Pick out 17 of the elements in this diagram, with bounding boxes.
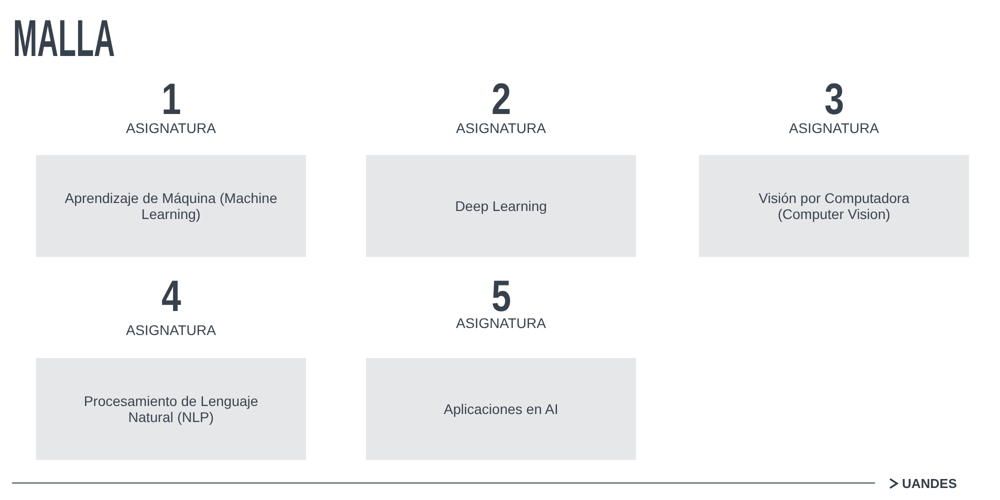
course-heading: ASIGNATURA (456, 316, 546, 330)
footer-text: UANDES (902, 477, 957, 490)
course-number: 4 (161, 279, 181, 314)
course-title: Aplicaciones en AI (444, 401, 558, 417)
course-number: 3 (824, 82, 844, 118)
course-title: Procesamiento de Lenguaje Natural (NLP) (82, 393, 260, 425)
course-heading: ASIGNATURA (126, 121, 216, 135)
course-title: Visión por Computadora (Computer Vision) (758, 190, 910, 222)
course-heading: ASIGNATURA (789, 121, 879, 135)
course-number: 2 (491, 82, 511, 118)
course-number: 5 (491, 279, 511, 314)
course-title: Deep Learning (455, 198, 547, 214)
course-heading: ASIGNATURA (126, 323, 216, 337)
course-heading: ASIGNATURA (456, 121, 546, 135)
course-number: 1 (161, 82, 181, 118)
page-title: MALLA (13, 13, 115, 65)
course-title: Aprendizaje de Máquina (Machine Learning) (64, 190, 278, 222)
